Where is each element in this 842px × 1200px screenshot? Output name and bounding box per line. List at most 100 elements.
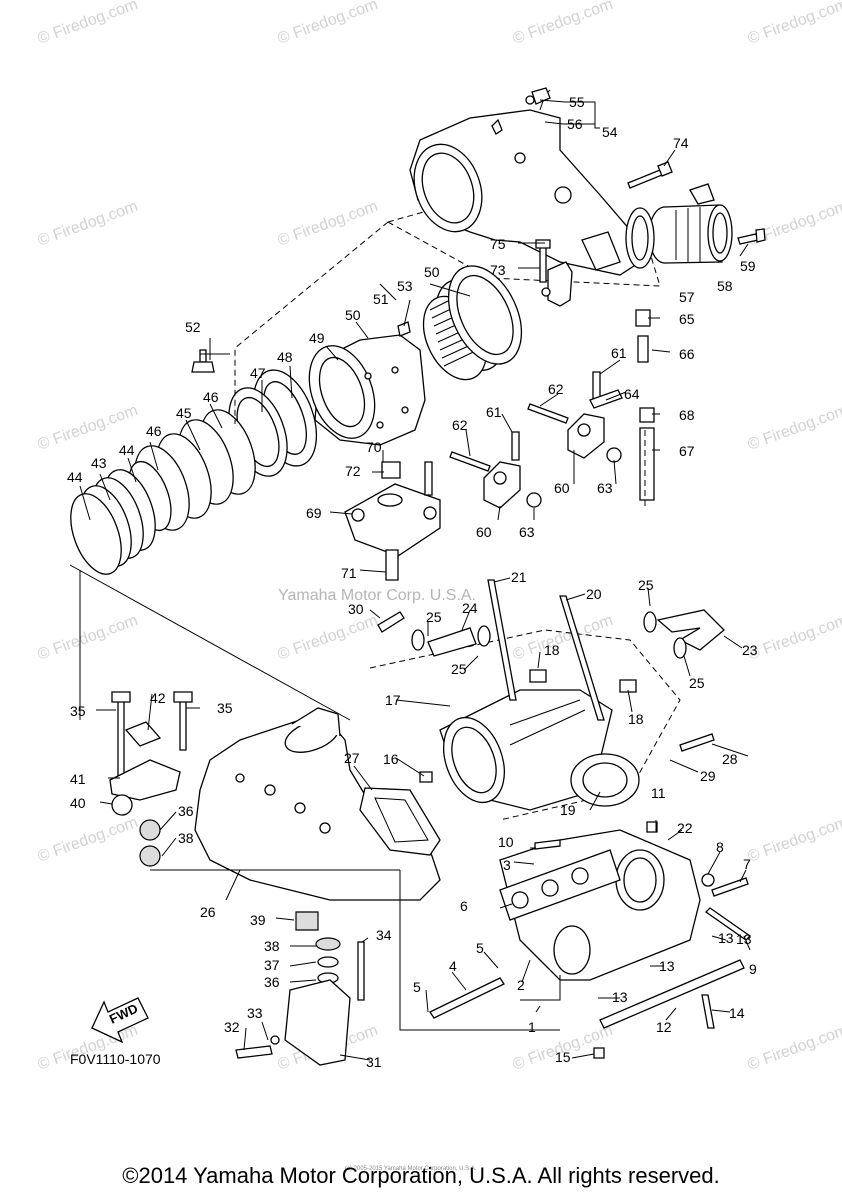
- callout: 35: [70, 703, 86, 719]
- watermark: © Firedog.com: [276, 612, 381, 664]
- hose-24: [411, 625, 491, 657]
- callout: 13: [718, 930, 734, 946]
- bolt-14: [701, 994, 715, 1029]
- callout: 25: [638, 577, 654, 593]
- watermark: © Firedog.com: [511, 612, 616, 664]
- callout: 63: [519, 524, 535, 540]
- copyright-footer: ©2014 Yamaha Motor Corporation, U.S.A. A…: [122, 1163, 720, 1188]
- callout: 3: [503, 857, 511, 873]
- callout: 36: [264, 974, 280, 990]
- callout: 32: [224, 1019, 240, 1035]
- callout: 72: [345, 463, 361, 479]
- bolt-7: [711, 877, 749, 897]
- center-watermark: Yamaha Motor Corp. U.S.A.: [278, 587, 476, 604]
- callout: 23: [742, 642, 758, 658]
- callout: 54: [602, 124, 618, 140]
- filter-53: [422, 265, 523, 381]
- hose-23: [643, 609, 725, 659]
- pipe-12: [599, 959, 745, 1029]
- bracket-60-lower: [483, 461, 521, 509]
- callout: 36: [178, 803, 194, 819]
- callout: 2: [517, 977, 525, 993]
- bolt-20: [559, 595, 605, 721]
- callout: 31: [366, 1054, 382, 1070]
- callout: 64: [624, 386, 640, 402]
- bolt-52: [191, 349, 215, 373]
- callout: 26: [200, 904, 216, 920]
- callout: 57: [679, 289, 695, 305]
- leader-lines: [79, 99, 751, 1061]
- callout: 29: [700, 768, 716, 784]
- callout: 73: [490, 262, 506, 278]
- bolt-74: [627, 161, 673, 189]
- callout: 50: [345, 307, 361, 323]
- callout: 33: [247, 1005, 263, 1021]
- callout: 25: [451, 661, 467, 677]
- nut-63b: [606, 447, 622, 463]
- tube-67: [639, 427, 655, 501]
- mount-31-39: [235, 911, 365, 1066]
- callout: 61: [611, 345, 627, 361]
- callout: 61: [486, 404, 502, 420]
- callout: 47: [250, 365, 266, 381]
- watermark: © Firedog.com: [276, 0, 381, 48]
- watermark: © Firedog.com: [36, 612, 141, 664]
- tiny-copyright: (c) 2005-2015 Yamaha Motor Corporation, …: [345, 1166, 477, 1172]
- callout: 5: [413, 979, 421, 995]
- callout: 18: [628, 711, 644, 727]
- callout: 20: [586, 586, 602, 602]
- watermark: © Firedog.com: [36, 198, 141, 250]
- callout: 44: [119, 442, 135, 458]
- callout: 63: [597, 480, 613, 496]
- watermark: © Firedog.com: [746, 198, 842, 250]
- callout: 21: [511, 569, 527, 585]
- callout: 62: [548, 381, 564, 397]
- callout: 74: [673, 135, 689, 151]
- bracket-73: [535, 239, 573, 307]
- callout: 67: [679, 443, 695, 459]
- pipe-4: [429, 977, 505, 1019]
- callout: 46: [146, 423, 162, 439]
- clamps-44-43: [70, 469, 156, 575]
- callout: 16: [383, 751, 399, 767]
- callout: 12: [656, 1019, 672, 1035]
- callout: 59: [740, 258, 756, 274]
- watermark: © Firedog.com: [511, 0, 616, 48]
- bolt-28: [679, 733, 715, 752]
- callout: 39: [250, 912, 266, 928]
- callout: 35: [217, 700, 233, 716]
- watermark: © Firedog.com: [746, 0, 842, 48]
- outline-17: [369, 629, 681, 821]
- gasket-57: [625, 207, 655, 269]
- callout: 24: [462, 600, 478, 616]
- callout: 38: [178, 830, 194, 846]
- body-50-49: [308, 321, 426, 446]
- watermark: © Firedog.com: [36, 0, 141, 48]
- callout: 17: [385, 692, 401, 708]
- stud-62: [449, 451, 491, 472]
- bolt-30: [377, 611, 405, 633]
- callout: 68: [679, 407, 695, 423]
- mount-35-42: [109, 691, 193, 867]
- callout: 13: [736, 931, 752, 947]
- callout: 41: [70, 771, 86, 787]
- callout: 18: [544, 642, 560, 658]
- cap-65: [635, 309, 651, 327]
- exhaust-elbow: [387, 87, 661, 287]
- callouts: 1 2 3 4 5 5 6 7 8 9 10 11 12 13 13 13 13…: [67, 94, 758, 1070]
- fitting-68: [639, 407, 655, 423]
- callout: 71: [341, 565, 357, 581]
- callout: 28: [722, 751, 738, 767]
- callout: 13: [659, 958, 675, 974]
- callout: 60: [554, 480, 570, 496]
- fitting-66: [637, 335, 649, 363]
- outlet-joint-58: [648, 183, 733, 264]
- callout: 51: [373, 291, 389, 307]
- callout: 46: [203, 389, 219, 405]
- callout: 30: [348, 601, 364, 617]
- callout: 7: [743, 856, 751, 872]
- hose-46-45: [128, 409, 256, 532]
- callout: 37: [264, 957, 280, 973]
- stud-10: [534, 839, 561, 850]
- bracket-60-upper: [567, 413, 605, 459]
